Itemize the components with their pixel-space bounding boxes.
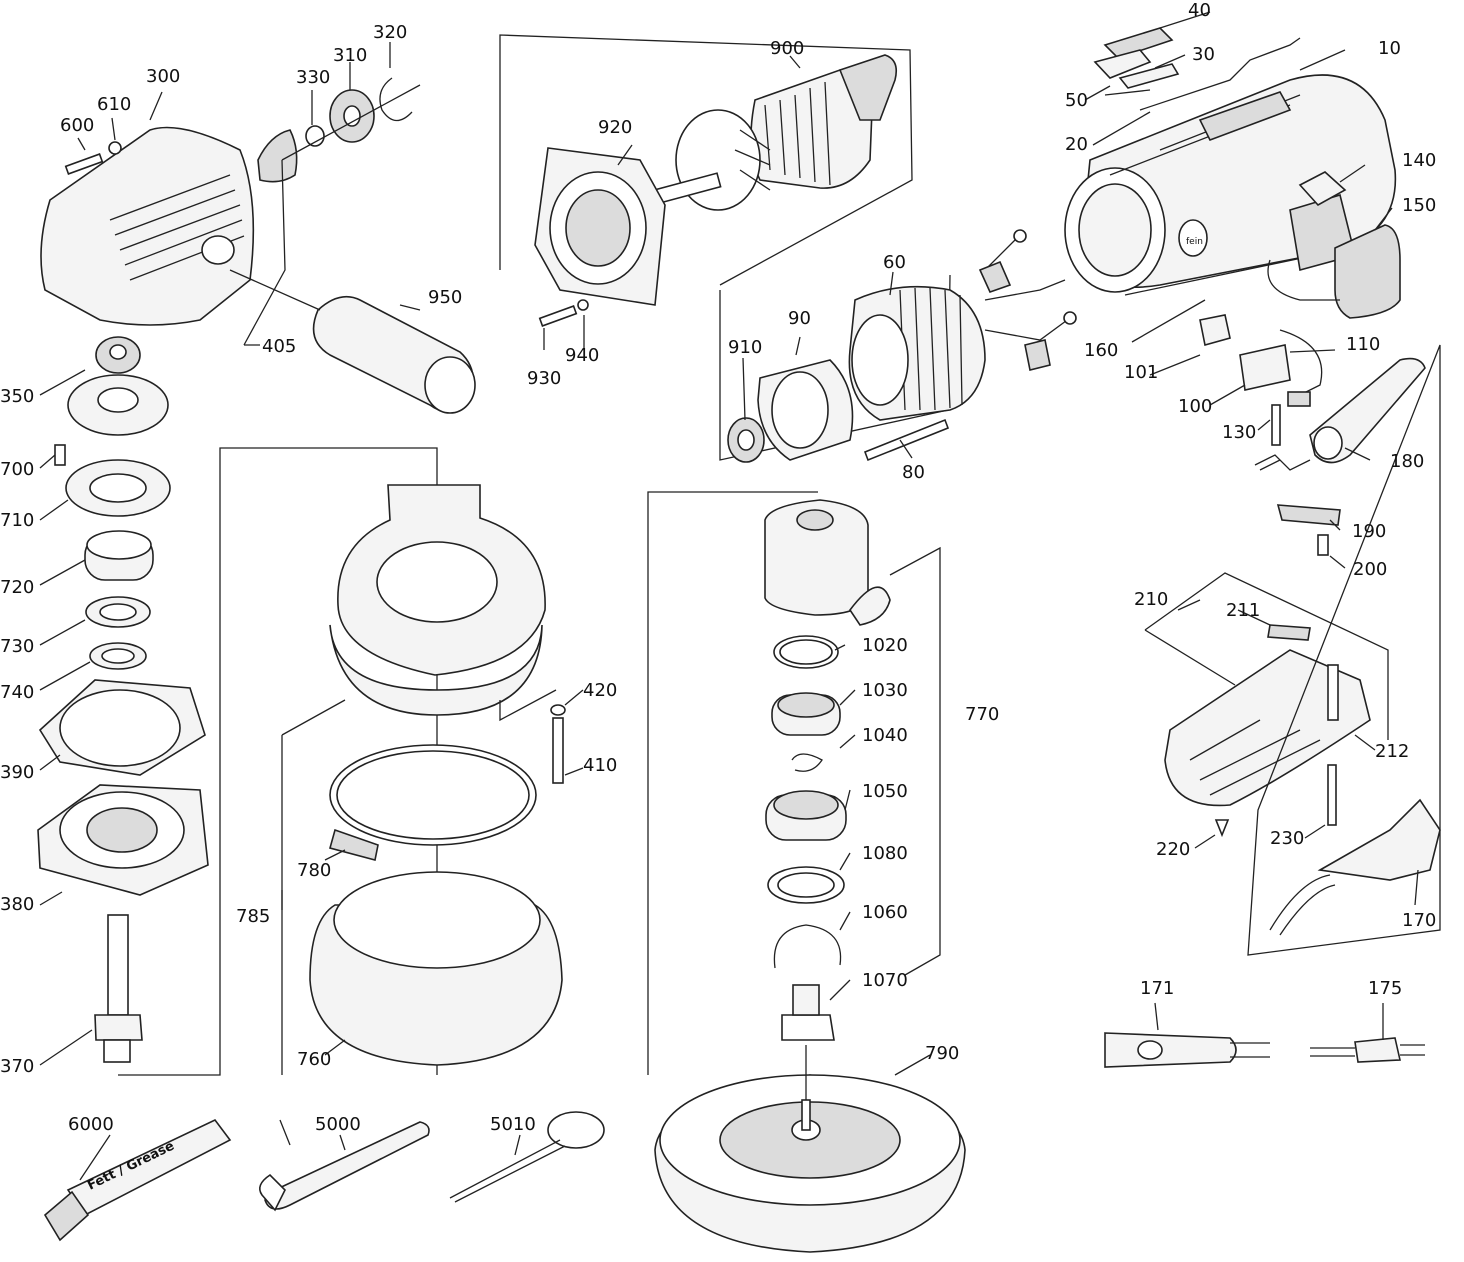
callout-100: 100 [1178,396,1212,417]
callout-1050: 1050 [862,781,908,802]
callout-190: 190 [1352,521,1386,542]
callout-110: 110 [1346,334,1380,355]
callout-1060: 1060 [862,902,908,923]
leader-lines [39,11,1419,1181]
callout-210: 210 [1134,589,1168,610]
callout-410: 410 [583,755,617,776]
shroud-785 [281,484,566,1075]
capacitor-150 [1267,224,1401,319]
fein-logo [1178,219,1208,257]
switch-parts-20-50 [1093,27,1301,111]
wrench-5000 [259,1121,430,1212]
callout-900: 900 [770,38,804,59]
callout-80: 80 [902,462,925,483]
callout-130: 130 [1222,422,1256,443]
callout-160: 160 [1084,340,1118,361]
bearing-flange-920 [534,147,666,327]
callout-175: 175 [1368,978,1402,999]
cord-clamp-190-200 [1276,504,1341,556]
callout-760: 760 [297,1049,331,1070]
callout-20: 20 [1065,134,1088,155]
callout-6000: 6000 [68,1114,114,1135]
callout-600: 600 [60,115,94,136]
side-handle-950 [229,269,476,414]
gear-head-300 [40,126,255,326]
grease-tube-6000: Fett / Grease [43,1118,232,1242]
callout-780: 780 [297,860,331,881]
screws-220-230 [1214,764,1337,838]
callout-50: 50 [1065,90,1088,111]
callout-710: 710 [0,510,34,531]
callout-1030: 1030 [862,680,908,701]
callout-90: 90 [788,308,811,329]
callout-420: 420 [583,680,617,701]
callout-610: 610 [97,94,131,115]
cable-170 [1247,344,1441,956]
callout-930: 930 [527,368,561,389]
callout-1070: 1070 [862,970,908,991]
callout-370: 370 [0,1056,34,1077]
callout-920: 920 [598,117,632,138]
callout-380: 380 [0,894,34,915]
callout-5010: 5010 [490,1114,536,1135]
holder-90-910-80 [727,359,950,463]
callout-labels: 40 30 10 50 20 140 150 160 101 110 100 1… [0,0,1436,1135]
callout-390: 390 [0,762,34,783]
small-parts-100-130 [1199,314,1323,471]
plug-175 [1310,1037,1425,1063]
pinion-bearings-310-330 [243,77,421,346]
backing-pad-790 [654,1045,966,1253]
callout-171: 171 [1140,978,1174,999]
callout-212: 212 [1375,741,1409,762]
callout-220: 220 [1156,839,1190,860]
callout-1020: 1020 [862,635,908,656]
callout-200: 200 [1353,559,1387,580]
gasket-390 [38,679,206,776]
callout-101: 101 [1124,362,1158,383]
callout-730: 730 [0,636,34,657]
field-60 [719,229,1077,461]
callout-140: 140 [1402,150,1436,171]
callout-300: 300 [146,66,180,87]
callout-10: 10 [1378,38,1401,59]
armature-900 [499,34,913,286]
callout-700: 700 [0,459,34,480]
cover-210-212 [1144,572,1389,807]
callout-320: 320 [373,22,407,43]
callout-720: 720 [0,577,34,598]
logo-text: fein [1186,237,1203,247]
callout-740: 740 [0,682,34,703]
callout-950: 950 [428,287,462,308]
callout-330: 330 [296,67,330,88]
callout-910: 910 [728,337,762,358]
callout-790: 790 [925,1043,959,1064]
callout-1040: 1040 [862,725,908,746]
flange-380 [37,784,209,896]
callout-405: 405 [262,336,296,357]
eccentric-770 [647,491,941,1075]
cord-guard-180 [1309,357,1426,464]
callout-60: 60 [883,252,906,273]
callout-785: 785 [236,906,270,927]
callout-40: 40 [1188,0,1211,21]
callout-170: 170 [1402,910,1436,931]
callout-940: 940 [565,345,599,366]
callout-310: 310 [333,45,367,66]
callout-30: 30 [1192,44,1215,65]
pin-wrench-5010 [449,1111,605,1203]
callout-770: 770 [965,704,999,725]
gear-stack-350-740 [54,336,171,670]
callout-150: 150 [1402,195,1436,216]
callout-211: 211 [1226,600,1260,621]
callout-350: 350 [0,386,34,407]
cable-end-171 [1104,1032,1270,1068]
callout-5000: 5000 [315,1114,361,1135]
callout-230: 230 [1270,828,1304,849]
callout-1080: 1080 [862,843,908,864]
callout-180: 180 [1390,451,1424,472]
